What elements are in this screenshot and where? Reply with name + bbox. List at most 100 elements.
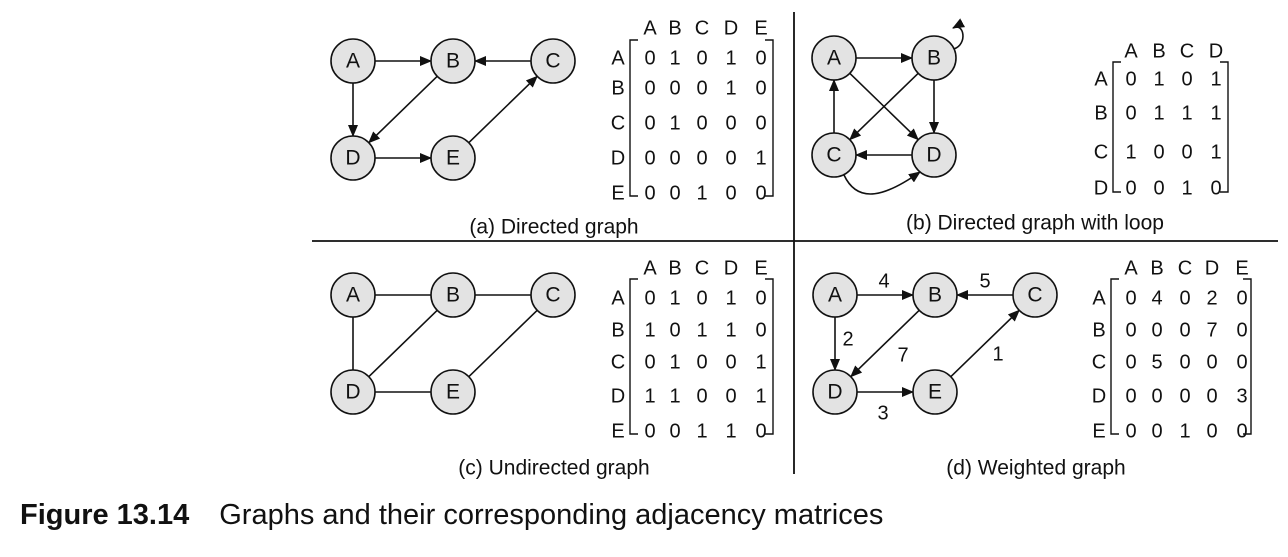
weight-label-b-d: 7 (897, 344, 908, 366)
matrix-column-header: B (1150, 257, 1163, 279)
panel-caption: (c) Undirected graph (458, 457, 649, 480)
matrix-cell: 0 (669, 319, 680, 341)
node-circle (430, 272, 476, 318)
matrix-row-header: D (611, 147, 625, 169)
matrix-cell: 0 (669, 420, 680, 442)
matrix-left-bracket (629, 39, 638, 197)
matrix-cell: 0 (669, 77, 680, 99)
node-label: A (828, 284, 842, 307)
matrix-cell: 3 (1236, 385, 1247, 407)
matrix-cell: 0 (1151, 385, 1162, 407)
node-c: C (530, 38, 576, 84)
matrix-column-header: A (1124, 257, 1138, 279)
matrix-cell: 0 (1125, 385, 1136, 407)
matrix-cell: 0 (725, 182, 736, 204)
figure-title: Graphs and their corresponding adjacency… (219, 499, 884, 531)
matrix-cell: 0 (696, 147, 707, 169)
matrix-row-header: B (611, 77, 624, 99)
matrix-cell: 0 (669, 182, 680, 204)
node-a: A (330, 38, 376, 84)
matrix-cell: 0 (755, 112, 766, 134)
node-label: E (928, 381, 942, 404)
edge-b-b-b-loop (952, 18, 966, 50)
edge-c-b-d (368, 309, 438, 378)
matrix-cell: 0 (1153, 177, 1164, 199)
matrix-cell: 0 (696, 47, 707, 69)
weight-label-e-c: 1 (992, 343, 1003, 365)
matrix-cell: 0 (1151, 420, 1162, 442)
matrix-cell: 1 (1181, 177, 1192, 199)
matrix-row-header: C (611, 351, 625, 373)
node-circle (812, 369, 858, 415)
matrix-row-header: A (611, 287, 625, 309)
matrix-column-header: B (668, 257, 681, 279)
matrix-row-header: A (611, 47, 625, 69)
node-circle (1012, 272, 1058, 318)
node-label: D (926, 144, 941, 167)
panel-b-edges (829, 18, 966, 195)
panel-c-edges (352, 294, 538, 393)
matrix-column-header: A (643, 257, 657, 279)
matrix-cell: 1 (755, 385, 766, 407)
edge-d-e-c (950, 309, 1020, 378)
weight-label-d-e: 3 (877, 402, 888, 424)
edge-c-c-e (468, 309, 538, 378)
matrix-cell: 0 (755, 287, 766, 309)
matrix-cell: 0 (755, 182, 766, 204)
matrix-cell: 4 (1151, 287, 1162, 309)
matrix-cell: 0 (644, 47, 655, 69)
matrix-cell: 0 (644, 182, 655, 204)
node-label: C (826, 144, 841, 167)
matrix-column-header: C (1178, 257, 1192, 279)
matrix-cell: 1 (669, 385, 680, 407)
node-label: B (927, 47, 941, 70)
matrix-cell: 1 (1153, 102, 1164, 124)
node-circle (911, 35, 957, 81)
node-a: A (812, 272, 858, 318)
matrix-cell: 0 (725, 147, 736, 169)
matrix-cell: 0 (1179, 319, 1190, 341)
matrix-cell: 0 (644, 351, 655, 373)
node-circle (530, 38, 576, 84)
matrix-cell: 1 (1181, 102, 1192, 124)
node-circle (530, 272, 576, 318)
matrix-cell: 5 (1151, 351, 1162, 373)
matrix-cell: 0 (644, 77, 655, 99)
node-circle (330, 369, 376, 415)
matrix-column-header: A (1124, 40, 1138, 62)
matrix-right-bracket (765, 278, 774, 435)
matrix-left-bracket (1112, 61, 1121, 193)
matrix-cell: 0 (644, 112, 655, 134)
matrix-cell: 0 (696, 351, 707, 373)
matrix-row-header: E (611, 420, 624, 442)
matrix-cell: 0 (1125, 319, 1136, 341)
matrix-cell: 0 (1125, 102, 1136, 124)
node-e: E (912, 369, 958, 415)
node-circle (811, 132, 857, 178)
matrix-row-header: C (1094, 141, 1108, 163)
matrix-cell: 2 (1206, 287, 1217, 309)
node-circle (330, 272, 376, 318)
matrix-column-header: B (1152, 40, 1165, 62)
matrix-cell: 0 (1125, 351, 1136, 373)
node-circle (912, 369, 958, 415)
matrix-cell: 1 (1179, 420, 1190, 442)
node-circle (911, 132, 957, 178)
node-b: B (430, 272, 476, 318)
node-label: D (345, 147, 360, 170)
matrix-cell: 0 (1179, 351, 1190, 373)
matrix-cell: 1 (644, 319, 655, 341)
matrix-row-header: D (1094, 177, 1108, 199)
matrix-right-bracket (1220, 61, 1229, 193)
node-label: D (345, 381, 360, 404)
matrix-cell: 0 (696, 385, 707, 407)
matrix-cell: 0 (1125, 287, 1136, 309)
matrix-cell: 1 (725, 47, 736, 69)
